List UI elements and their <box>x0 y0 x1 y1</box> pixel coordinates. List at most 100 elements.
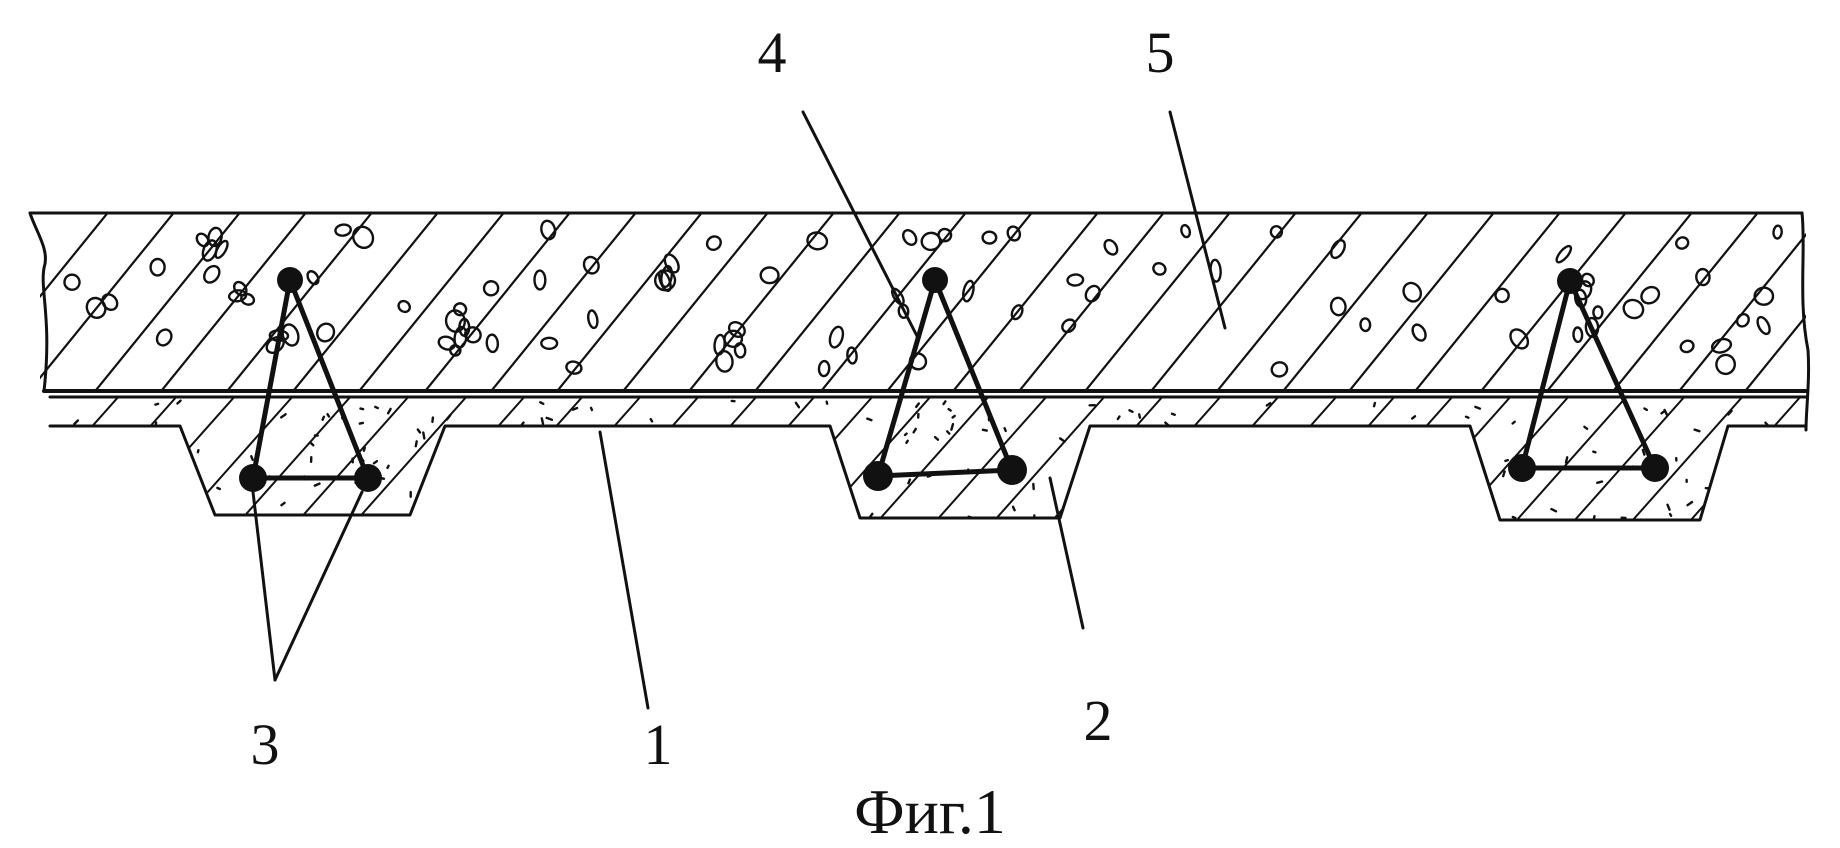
aggregate-pebble <box>761 267 779 283</box>
aggregate-pebble <box>305 269 320 286</box>
speckle-mark <box>74 421 78 425</box>
speckle-mark <box>1300 476 1302 478</box>
leader-lines <box>253 112 1225 708</box>
aggregate-pebble <box>1067 274 1083 286</box>
speckle-mark <box>304 517 306 518</box>
speckle-mark <box>1235 443 1237 448</box>
speckle-mark <box>1390 449 1392 453</box>
speckle-mark <box>1478 467 1481 469</box>
speckle-mark <box>177 401 180 404</box>
aggregate-pebble <box>818 361 829 377</box>
speckle-mark <box>983 430 987 431</box>
hatch-line <box>1346 210 1496 395</box>
speckle-mark <box>1783 497 1786 499</box>
speckle-mark <box>1267 403 1270 405</box>
speckle-mark <box>905 434 907 435</box>
speckle-mark <box>1166 489 1168 491</box>
speckle-mark <box>1785 459 1787 462</box>
speckle-mark <box>697 469 699 471</box>
speckle-mark <box>1749 481 1754 484</box>
speckle-mark <box>1594 516 1595 519</box>
speckle-mark <box>1313 448 1317 452</box>
hatch-line <box>1214 210 1364 395</box>
speckle-mark <box>1374 403 1375 406</box>
speckle-mark <box>1209 488 1211 490</box>
hatch-line <box>290 210 440 395</box>
aggregate-pebble <box>724 330 742 347</box>
speckle-mark <box>416 441 417 446</box>
callout-2: 2 <box>1084 688 1113 753</box>
speckle-mark <box>759 479 763 483</box>
speckle-mark <box>1082 493 1083 496</box>
speckle-mark <box>1415 511 1418 513</box>
speckle-mark <box>75 455 78 460</box>
hatch-line <box>1276 395 1396 530</box>
speckle-mark <box>1168 517 1172 521</box>
speckle-mark <box>1201 469 1206 470</box>
aggregate-pebble <box>1151 261 1167 277</box>
speckle-mark <box>608 435 609 439</box>
callout-4: 4 <box>758 20 787 85</box>
speckle-mark <box>1171 473 1175 475</box>
callout-1: 1 <box>644 712 673 777</box>
speckle-mark <box>573 408 577 410</box>
speckle-mark <box>1780 457 1786 459</box>
speckle-mark <box>251 456 252 460</box>
speckle-mark <box>447 415 451 420</box>
speckle-mark <box>1365 500 1368 504</box>
speckle-mark <box>666 435 668 436</box>
hatch-line <box>1412 210 1562 395</box>
speckle-mark <box>797 506 801 508</box>
speckle-mark <box>83 518 86 519</box>
speckle-mark <box>1665 410 1667 415</box>
hatch-line <box>696 395 816 530</box>
speckle-mark <box>82 500 84 504</box>
speckle-mark <box>791 475 792 478</box>
aggregate-pebble <box>1735 312 1751 329</box>
speckle-mark <box>1668 505 1670 510</box>
speckle-mark <box>198 450 199 452</box>
leader-line-5 <box>1170 112 1225 328</box>
hatch-line <box>580 395 700 530</box>
speckle-mark <box>627 462 633 463</box>
aggregate-pebble <box>847 347 858 364</box>
speckle-mark <box>1118 417 1120 420</box>
aggregate-pebble <box>828 325 846 349</box>
hatch-line <box>870 395 990 530</box>
hatch-line <box>116 395 236 530</box>
speckle-mark <box>944 401 946 404</box>
speckle-mark <box>432 418 433 422</box>
speckle-mark <box>1360 479 1364 480</box>
speckle-mark <box>1480 509 1485 510</box>
aggregate-pebble <box>1180 224 1191 238</box>
aggregate-pebble <box>1083 283 1102 304</box>
hatch-line <box>554 210 704 395</box>
speckle-mark <box>1670 514 1671 516</box>
speckle-mark <box>112 518 114 522</box>
speckle-mark <box>408 518 409 523</box>
speckle-mark <box>1391 496 1396 498</box>
aggregate-pebble <box>1715 353 1737 375</box>
aggregate-pebble <box>62 272 83 293</box>
aggregate-pebble <box>1711 337 1733 355</box>
speckle-mark <box>647 504 650 507</box>
speckle-mark <box>563 485 567 486</box>
aggregate-pebble <box>349 223 376 251</box>
hatch-line <box>1280 210 1430 395</box>
hatch-line <box>1566 395 1686 530</box>
hatch-line <box>0 395 120 530</box>
speckle-mark <box>785 509 789 512</box>
speckle-mark <box>1584 427 1587 429</box>
aggregate-pebble <box>1328 238 1347 260</box>
speckle-mark <box>1726 519 1731 520</box>
speckle-mark <box>651 419 652 421</box>
speckle-mark <box>217 488 219 489</box>
speckle-mark <box>1456 457 1458 461</box>
speckle-mark <box>547 418 552 420</box>
aggregate-pebble <box>1674 235 1690 250</box>
leader-line-1 <box>600 432 648 708</box>
speckle-mark <box>481 455 485 458</box>
hatch-line <box>522 395 642 530</box>
truss-reinforcement-right <box>1508 268 1669 482</box>
speckle-mark <box>323 417 324 420</box>
